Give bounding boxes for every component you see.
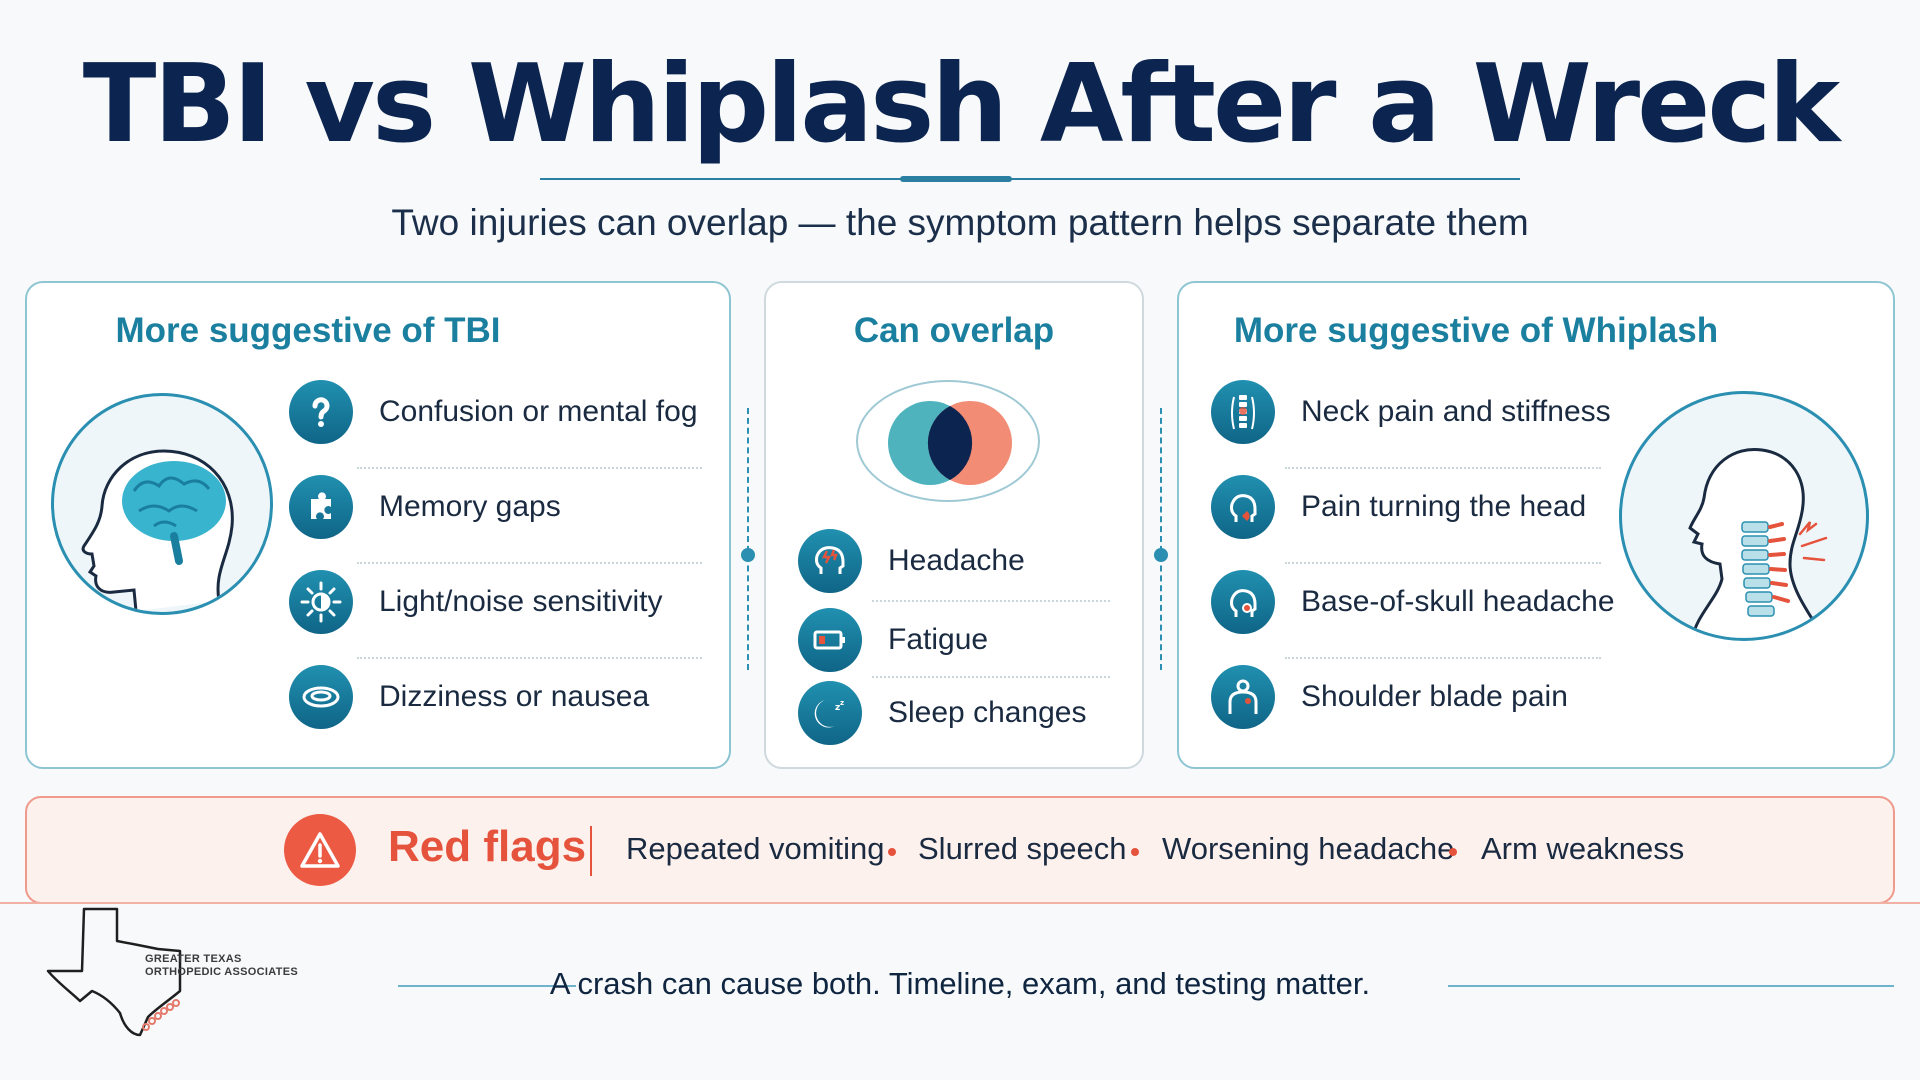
section-rule (0, 902, 1920, 904)
puzzle-icon (289, 475, 353, 539)
red-flag-item: Arm weakness (1481, 831, 1685, 866)
tbi-item-dizziness: Dizziness or nausea (289, 665, 649, 729)
red-flag-item: Repeated vomiting (626, 831, 885, 866)
overlap-item-headache: Headache (798, 529, 1025, 593)
title-divider-accent (900, 176, 1012, 182)
divider (357, 467, 702, 469)
headache-icon (798, 529, 862, 593)
shoulder-icon (1211, 665, 1275, 729)
divider (1285, 657, 1601, 659)
footer-rule-right (1448, 985, 1894, 987)
bullet-dot (1131, 848, 1139, 856)
red-flag-item: Worsening headache (1162, 831, 1455, 866)
whiplash-item-neck-pain: Neck pain and stiffness (1211, 380, 1611, 444)
skull-base-icon (1211, 570, 1275, 634)
divider (872, 600, 1110, 602)
svg-text:z: z (835, 703, 840, 713)
bullet-dot (1449, 848, 1457, 856)
low-battery-icon (798, 608, 862, 672)
logo-line-1: GREATER TEXAS (145, 953, 242, 965)
whiplash-item-label: Shoulder blade pain (1301, 680, 1568, 713)
overlap-item-label: Fatigue (888, 623, 989, 656)
whiplash-item-label: Base-of-skull headache (1301, 585, 1615, 618)
brain-head-illustration (51, 393, 273, 615)
venn-diagram-icon (856, 380, 1040, 502)
question-icon (289, 380, 353, 444)
overlap-item-label: Sleep changes (888, 696, 1087, 729)
neck-spine-illustration (1619, 391, 1869, 641)
whiplash-panel-title: More suggestive of Whiplash (1233, 311, 1719, 350)
overlap-item-label: Headache (888, 544, 1025, 577)
whiplash-item-label: Neck pain and stiffness (1301, 395, 1611, 428)
dizzy-icon (289, 665, 353, 729)
tbi-item-label: Light/noise sensitivity (379, 585, 663, 618)
svg-text:z: z (840, 699, 844, 707)
page-subtitle: Two injuries can overlap — the symptom p… (391, 202, 1529, 243)
spine-icon (1211, 380, 1275, 444)
red-flag-item: Slurred speech (918, 831, 1127, 866)
connector-left-dot (741, 548, 755, 562)
tbi-item-label: Dizziness or nausea (379, 680, 650, 713)
whiplash-item-label: Pain turning the head (1301, 490, 1587, 523)
whiplash-item-head-turn: Pain turning the head (1211, 475, 1586, 539)
whiplash-panel: More suggestive of Whiplash Neck pain an… (1177, 281, 1895, 769)
overlap-panel-title: Can overlap (853, 311, 1055, 350)
company-logo: GREATER TEXAS ORTHOPEDIC ASSOCIATES (40, 905, 298, 1040)
tbi-item-confusion: Confusion or mental fog (289, 380, 698, 444)
divider (357, 657, 702, 659)
connector-right (1160, 408, 1162, 670)
light-icon (289, 570, 353, 634)
red-flags-divider (590, 826, 592, 876)
divider (1285, 562, 1601, 564)
divider (872, 676, 1110, 678)
warning-icon (284, 814, 356, 886)
logo-line-2: ORTHOPEDIC ASSOCIATES (145, 966, 298, 978)
bullet-dot (888, 848, 896, 856)
page-title: TBI vs Whiplash After a Wreck (82, 42, 1840, 167)
tbi-item-label: Confusion or mental fog (379, 395, 698, 428)
footer-rule-left (398, 985, 576, 987)
tbi-panel-title: More suggestive of TBI (115, 311, 501, 350)
divider (357, 562, 702, 564)
connector-right-dot (1154, 548, 1168, 562)
whiplash-item-skull-base: Base-of-skull headache (1211, 570, 1615, 634)
tbi-panel: More suggestive of TBI Confusion or ment… (25, 281, 731, 769)
title-divider (540, 178, 1520, 180)
red-flags-title: Red flags (388, 822, 587, 871)
tbi-item-memory: Memory gaps (289, 475, 561, 539)
connector-left (747, 408, 749, 670)
footer-note: A crash can cause both. Timeline, exam, … (549, 966, 1371, 1001)
head-turn-icon (1211, 475, 1275, 539)
divider (1285, 467, 1601, 469)
tbi-item-sensitivity: Light/noise sensitivity (289, 570, 662, 634)
overlap-item-fatigue: Fatigue (798, 608, 988, 672)
whiplash-item-shoulder: Shoulder blade pain (1211, 665, 1568, 729)
tbi-item-label: Memory gaps (379, 490, 561, 523)
